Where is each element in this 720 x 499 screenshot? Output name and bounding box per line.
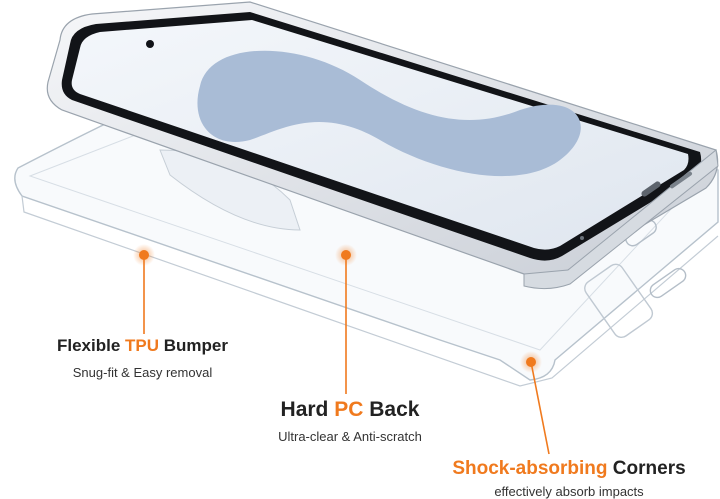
callout-subtitle: Ultra-clear & Anti-scratch bbox=[278, 429, 422, 444]
front-camera-icon bbox=[146, 40, 154, 48]
phone bbox=[46, 1, 719, 290]
marker-back bbox=[341, 250, 351, 260]
callout-subtitle: effectively absorb impacts bbox=[494, 484, 644, 499]
marker-bumper bbox=[139, 250, 149, 260]
callout-title: Shock-absorbing Corners bbox=[452, 458, 686, 479]
callout-tpu-bumper: Flexible TPU Bumper Snug-fit & Easy remo… bbox=[40, 336, 245, 380]
callout-title: Hard PC Back bbox=[280, 398, 420, 421]
callout-title: Flexible TPU Bumper bbox=[57, 336, 228, 355]
marker-corners bbox=[526, 357, 536, 367]
callout-markers bbox=[133, 244, 550, 455]
callout-pc-back: Hard PC Back Ultra-clear & Anti-scratch bbox=[240, 398, 460, 444]
callout-subtitle: Snug-fit & Easy removal bbox=[72, 365, 213, 380]
callout-shock-corners: Shock-absorbing Corners effectively abso… bbox=[420, 458, 718, 499]
wallpaper-shape bbox=[197, 50, 581, 177]
